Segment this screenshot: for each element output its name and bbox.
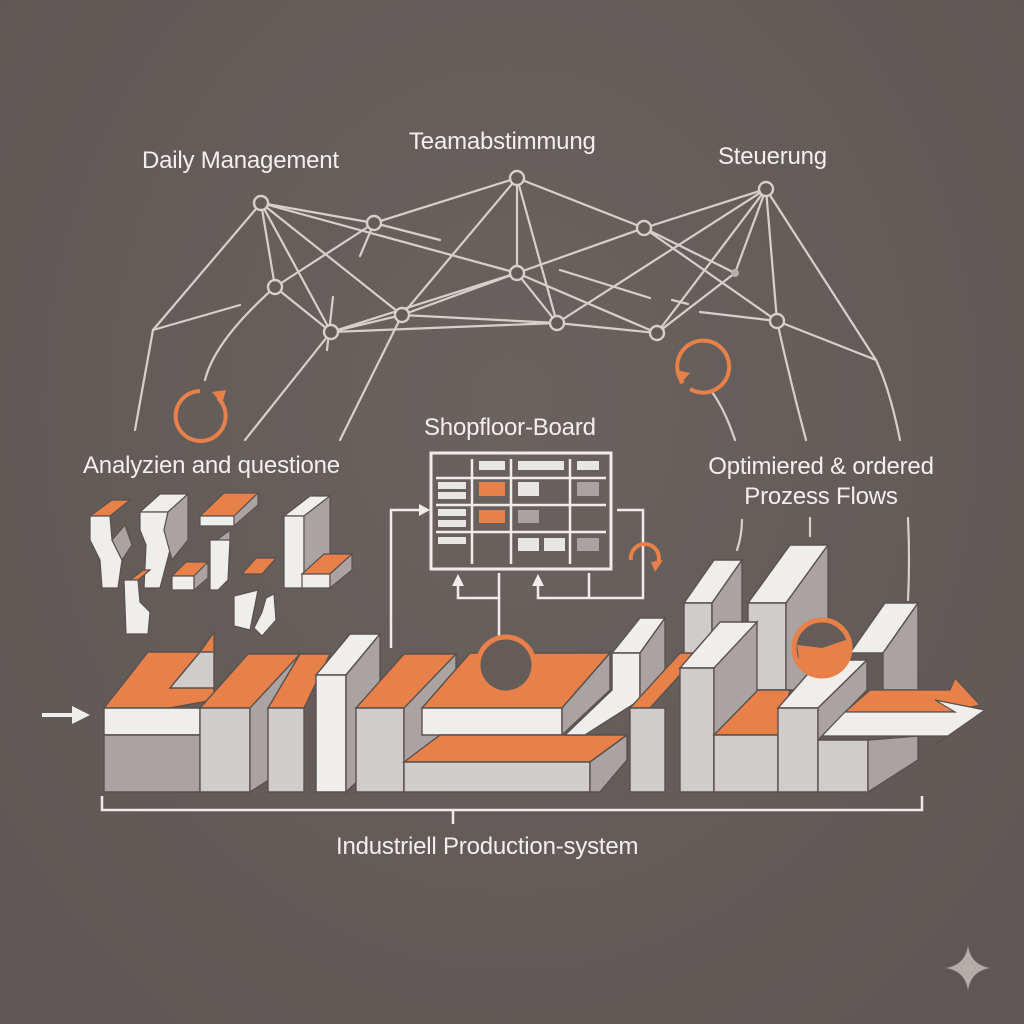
label-daily-management: Daily Management [142,147,339,174]
network-node [266,278,284,296]
network-node [508,264,526,282]
system-bracket [100,796,924,824]
network-node [322,323,340,341]
loop-arrow-icon [628,542,663,572]
label-optimized-line-2: Prozess Flows [744,483,898,510]
label-optimized-flows: Optimiered & ordered Prozess Flows [708,452,934,512]
network-node [365,214,383,232]
network-nodes [252,169,786,342]
network-node [393,306,411,324]
network-node [648,324,666,342]
label-production-system: Industriell Production-system [336,833,639,860]
network-graph [133,169,911,602]
network-node [635,219,653,237]
refresh-cycle-icon [173,389,228,443]
label-optimized-line-1: Optimiered & ordered [708,453,934,480]
node-steuerung [757,180,775,198]
input-arrow-icon [42,706,90,724]
board-cards [438,461,599,551]
label-steuerung: Steuerung [718,143,827,170]
refresh-cycle-icon [675,338,732,395]
label-shopfloor-board: Shopfloor-Board [424,414,596,441]
network-edges [133,176,911,602]
network-node [548,314,566,332]
shopfloor-board [389,451,663,648]
node-daily-management [252,194,270,212]
node-teamabstimmung [508,169,526,187]
process-ring [475,617,853,696]
label-analyze: Analyzien and questione [83,452,340,479]
output-arrow-icon [820,676,987,746]
network-node [768,312,786,330]
sparkle-icon [946,946,990,990]
broken-blocks [88,491,354,637]
network-node-small [731,269,739,277]
label-teamabstimmung: Teamabstimmung [409,128,596,155]
board-connectors [389,504,645,648]
production-line [102,542,920,794]
